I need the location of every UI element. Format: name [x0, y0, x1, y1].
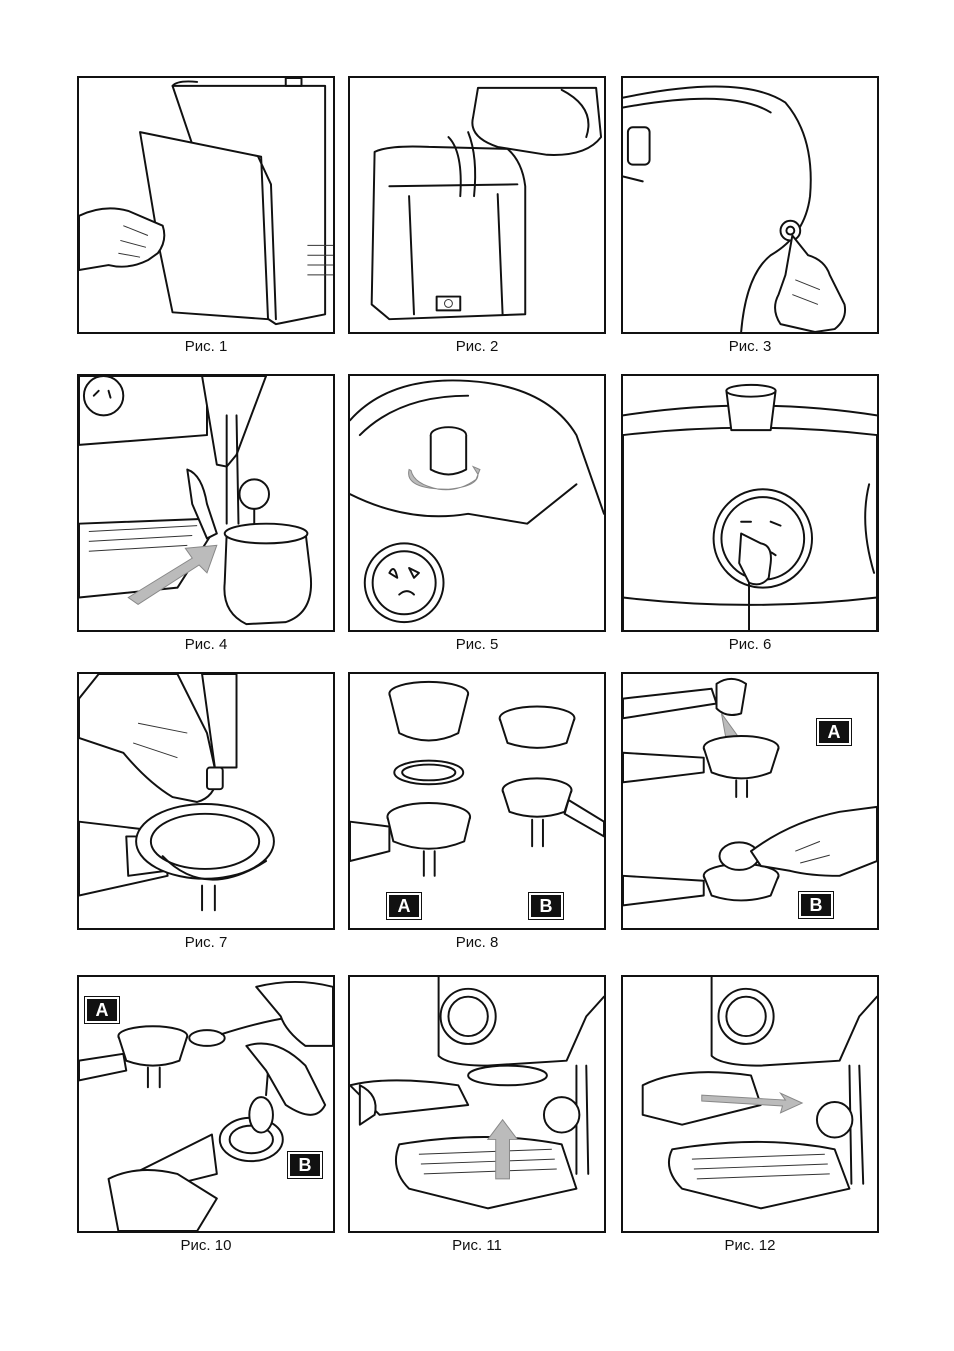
figure-6	[621, 374, 879, 632]
figure-1	[77, 76, 335, 334]
illustration-lock-filter-holder	[350, 977, 604, 1231]
label-b-badge: B	[529, 893, 563, 919]
label-a-badge: A	[85, 997, 119, 1023]
figure-6-caption: Рис. 6	[621, 636, 879, 653]
figure-11	[348, 975, 606, 1233]
illustration-turn-filter-holder	[623, 977, 877, 1231]
figure-4	[77, 374, 335, 632]
figure-12-caption: Рис. 12	[621, 1237, 879, 1254]
figure-10-caption: Рис. 10	[77, 1237, 335, 1254]
figure-5-caption: Рис. 5	[348, 636, 606, 653]
figure-8-caption: Рис. 8	[348, 934, 606, 951]
illustration-fill-coffee	[623, 674, 877, 928]
illustration-filter-options	[350, 674, 604, 928]
figure-1-caption: Рис. 1	[77, 338, 335, 355]
figure-3-caption: Рис. 3	[621, 338, 879, 355]
figure-7-caption: Рис. 7	[77, 934, 335, 951]
figure-9: A B	[621, 672, 879, 930]
illustration-select-function	[623, 376, 877, 630]
label-a-badge: A	[387, 893, 421, 919]
label-a-badge: A	[817, 719, 851, 745]
figure-7	[77, 672, 335, 930]
figure-8: A B	[348, 672, 606, 930]
illustration-fill-water-tank	[350, 78, 604, 332]
illustration-steam-milk-jug	[79, 376, 333, 630]
figure-5	[348, 374, 606, 632]
figure-10: A B	[77, 975, 335, 1233]
figure-12	[621, 975, 879, 1233]
illustration-remove-water-tank	[79, 78, 333, 332]
illustration-steam-knob-turn	[350, 376, 604, 630]
figure-4-caption: Рис. 4	[77, 636, 335, 653]
label-b-badge: B	[799, 892, 833, 918]
figure-11-caption: Рис. 11	[348, 1237, 606, 1254]
figure-2-caption: Рис. 2	[348, 338, 606, 355]
label-b-badge: B	[288, 1152, 322, 1178]
illustration-insert-filter	[79, 674, 333, 928]
figure-2	[348, 76, 606, 334]
figure-3	[621, 76, 879, 334]
illustration-press-power-button	[623, 78, 877, 332]
